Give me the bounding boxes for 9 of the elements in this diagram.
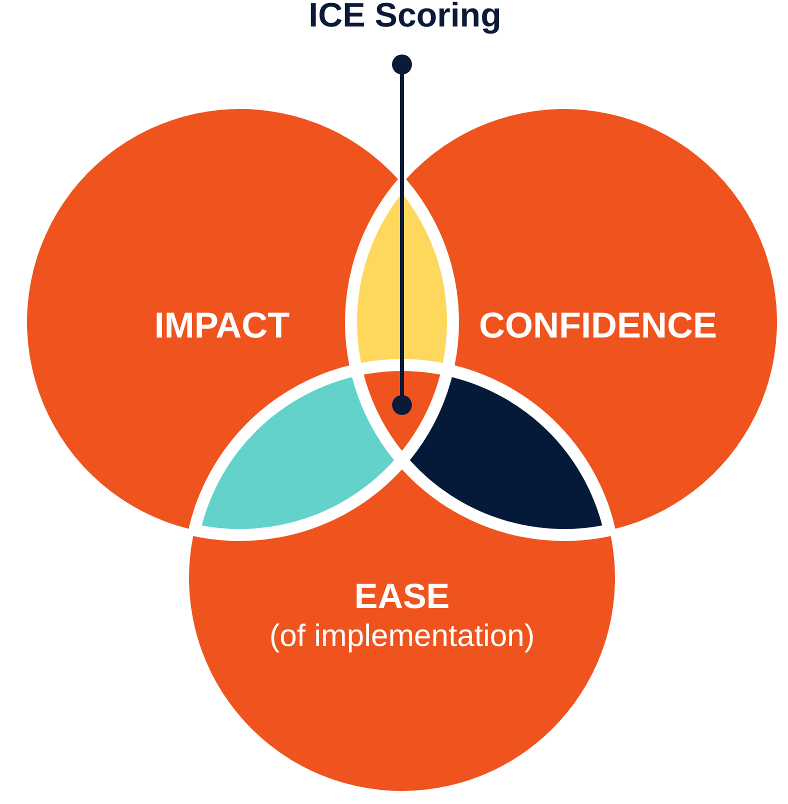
circle-label: IMPACT — [154, 304, 290, 346]
circle-label: EASE — [354, 576, 450, 618]
circle-sublabel: (of implementation) — [269, 618, 535, 654]
overlap-region — [410, 377, 602, 529]
circle-label: CONFIDENCE — [479, 304, 717, 346]
heading-text: ICE Scoring — [308, 0, 502, 36]
overlap-region — [202, 377, 394, 529]
leader-line — [392, 54, 412, 415]
overlap-region — [357, 193, 447, 363]
